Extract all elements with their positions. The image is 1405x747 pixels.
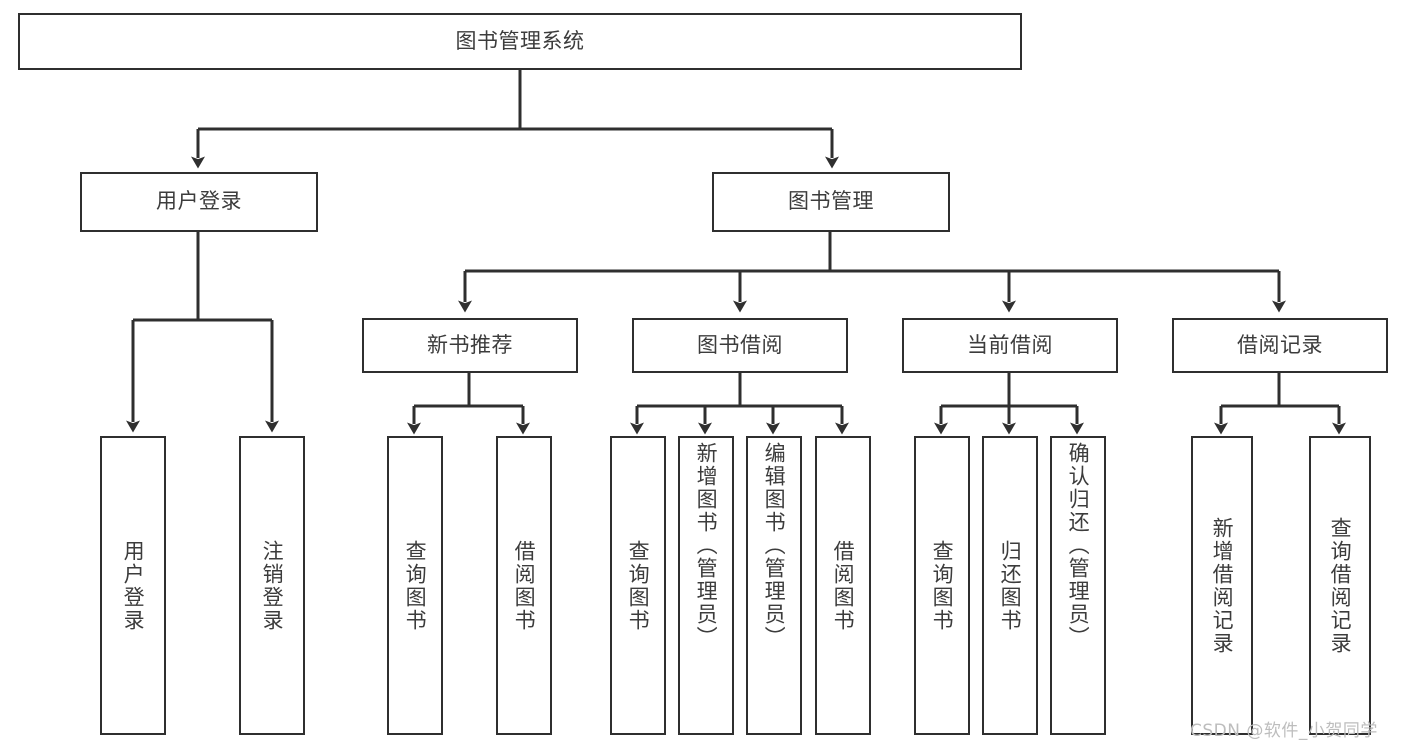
node-leaf-add-record[interactable]: 新增借阅记录 bbox=[1191, 436, 1253, 735]
node-new-book-recommend[interactable]: 新书推荐 bbox=[362, 318, 578, 373]
node-leaf-add-book[interactable]: 新增图书（管理员） bbox=[678, 436, 734, 735]
node-leaf-edit-book-label: 编辑图书（管理员） bbox=[762, 442, 787, 649]
node-leaf-return-book[interactable]: 归还图书 bbox=[982, 436, 1038, 735]
node-leaf-return-book-label: 归还图书 bbox=[998, 539, 1023, 632]
node-leaf-query-book-3[interactable]: 查询图书 bbox=[914, 436, 970, 735]
node-leaf-add-book-label: 新增图书（管理员） bbox=[694, 442, 719, 649]
node-leaf-query-book-3-label: 查询图书 bbox=[930, 539, 955, 632]
node-leaf-borrow-book-1[interactable]: 借阅图书 bbox=[496, 436, 552, 735]
node-leaf-confirm-return[interactable]: 确认归还（管理员） bbox=[1050, 436, 1106, 735]
node-new-book-recommend-label: 新书推荐 bbox=[427, 332, 513, 357]
node-leaf-query-record-label: 查询借阅记录 bbox=[1328, 516, 1353, 655]
node-root-label: 图书管理系统 bbox=[455, 28, 585, 53]
node-leaf-query-book-1-label: 查询图书 bbox=[403, 539, 428, 632]
node-leaf-user-login-label: 用户登录 bbox=[121, 539, 146, 632]
node-borrow-record[interactable]: 借阅记录 bbox=[1172, 318, 1388, 373]
node-leaf-query-record[interactable]: 查询借阅记录 bbox=[1309, 436, 1371, 735]
node-leaf-borrow-book-2-label: 借阅图书 bbox=[831, 539, 856, 632]
node-user-login[interactable]: 用户登录 bbox=[80, 172, 318, 232]
node-book-borrow[interactable]: 图书借阅 bbox=[632, 318, 848, 373]
edge-currentborrow-to-leaves bbox=[934, 373, 1084, 435]
node-leaf-query-book-2[interactable]: 查询图书 bbox=[610, 436, 666, 735]
node-leaf-user-login[interactable]: 用户登录 bbox=[100, 436, 166, 735]
edge-borrowrecord-to-leaves bbox=[1214, 373, 1346, 435]
node-book-borrow-label: 图书借阅 bbox=[697, 332, 783, 357]
node-leaf-borrow-book-1-label: 借阅图书 bbox=[512, 539, 537, 632]
edge-bookborrow-to-leaves bbox=[630, 373, 849, 435]
edge-userlogin-to-leaves bbox=[126, 232, 279, 433]
node-current-borrow-label: 当前借阅 bbox=[967, 332, 1053, 357]
edge-newbook-to-leaves bbox=[407, 373, 530, 435]
node-current-borrow[interactable]: 当前借阅 bbox=[902, 318, 1118, 373]
node-leaf-user-logout-label: 注销登录 bbox=[260, 539, 285, 632]
node-leaf-confirm-return-label: 确认归还（管理员） bbox=[1066, 442, 1091, 649]
node-leaf-borrow-book-2[interactable]: 借阅图书 bbox=[815, 436, 871, 735]
node-book-manage[interactable]: 图书管理 bbox=[712, 172, 950, 232]
node-leaf-edit-book[interactable]: 编辑图书（管理员） bbox=[746, 436, 802, 735]
node-borrow-record-label: 借阅记录 bbox=[1237, 332, 1323, 357]
node-leaf-query-book-2-label: 查询图书 bbox=[626, 539, 651, 632]
node-leaf-user-logout[interactable]: 注销登录 bbox=[239, 436, 305, 735]
node-leaf-add-record-label: 新增借阅记录 bbox=[1210, 516, 1235, 655]
node-book-manage-label: 图书管理 bbox=[788, 189, 874, 214]
node-leaf-query-book-1[interactable]: 查询图书 bbox=[387, 436, 443, 735]
node-root[interactable]: 图书管理系统 bbox=[18, 13, 1022, 70]
edge-root-to-level2 bbox=[191, 70, 839, 169]
edge-bookmanage-to-level3 bbox=[458, 232, 1286, 313]
node-user-login-label: 用户登录 bbox=[156, 189, 242, 214]
watermark-text: CSDN @软件_小贺同学 bbox=[1190, 721, 1378, 741]
